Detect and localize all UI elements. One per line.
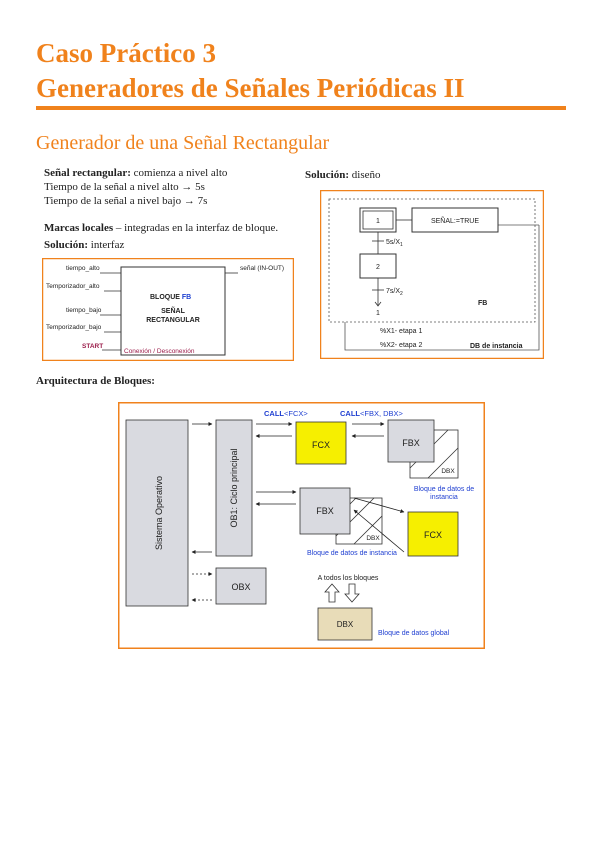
obx-label: OBX <box>231 582 250 592</box>
time-low-text: Tiempo de la señal a nivel bajo → 7s <box>44 195 208 207</box>
action-box <box>411 207 499 233</box>
input-temporizador-bajo: Temporizador_bajo <box>46 324 102 331</box>
grafcet-diagram: 1 SEÑAL:=TRUE 5s/X1 2 7s/X2 1 FB %X1- et… <box>320 190 544 359</box>
down-arrow-icon <box>344 583 360 603</box>
signal-description-text: comienza a nivel alto <box>130 167 228 179</box>
signal-description: Señal rectangular: comienza a nivel alto <box>44 167 227 179</box>
ob1-label: OB1: Ciclo principal <box>229 448 239 527</box>
architecture-diagram: Sistema Operativo OB1: Ciclo principal O… <box>118 402 485 649</box>
step-2-label: 2 <box>376 264 380 271</box>
dbx-global-caption: Bloque de datos global <box>378 630 450 637</box>
call-fbx-label: CALL<FBX, DBX> <box>340 409 404 418</box>
ob1-block <box>215 419 253 557</box>
input-start: START <box>82 343 103 350</box>
fcx-right-block <box>407 511 459 557</box>
note-etapa-2: %X2- etapa 2 <box>380 342 423 349</box>
signal-description-label: Señal rectangular: <box>44 167 131 179</box>
architecture-label: Arquitectura de Bloques: <box>36 375 155 387</box>
fb-outline <box>328 198 536 323</box>
fbx-top-block <box>387 419 435 463</box>
input-tiempo-bajo: tiempo_bajo <box>66 307 102 314</box>
fbx-mid-block <box>299 487 351 535</box>
fcx-top-label: FCX <box>312 440 330 450</box>
input-tiempo-alto: tiempo_alto <box>66 265 100 272</box>
fbx-top-label: FBX <box>402 438 420 448</box>
step-2-box <box>359 253 397 279</box>
interface-diagram: tiempo_alto Temporizador_alto tiempo_baj… <box>42 258 294 361</box>
fcx-top-block <box>295 421 347 465</box>
output-senal: señal (IN-OUT) <box>240 265 284 272</box>
up-arrow-icon <box>324 583 340 603</box>
fcx-right-label: FCX <box>424 530 442 540</box>
transition-1-label: 5s/X1 <box>386 239 403 248</box>
solution-design-text: Solución: diseño <box>305 169 381 181</box>
transition-2-label: 7s/X2 <box>386 288 403 297</box>
local-marks-desc: – integradas en la interfaz de bloque. <box>113 222 279 234</box>
dbx-top-label: DBX <box>441 468 455 475</box>
title-divider <box>36 106 566 110</box>
block-title: BLOQUE FB <box>150 294 191 301</box>
solution-design-label: Solución: <box>305 169 350 181</box>
local-marks-label: Marcas locales <box>44 222 114 234</box>
solution-interface-desc: interfaz <box>88 239 125 251</box>
os-block <box>125 419 189 607</box>
dbx-global-block <box>317 607 373 641</box>
local-marks-text: Marcas locales – integradas en la interf… <box>44 222 278 234</box>
block-footer: Conexión / Desconexión <box>124 348 195 355</box>
return-step-label: 1 <box>376 310 380 317</box>
db-instance-label: DB de instancia <box>470 343 523 350</box>
db-outline <box>344 225 540 351</box>
fbx-mid-label: FBX <box>316 506 334 516</box>
all-blocks-label: A todos los bloques <box>318 575 379 582</box>
fb-block <box>120 266 226 356</box>
solution-interface-label: Solución: <box>44 239 89 251</box>
note-etapa-1: %X1- etapa 1 <box>380 328 423 335</box>
page-subtitle: Generadores de Señales Periódicas II <box>36 73 465 103</box>
solution-interface-text: Solución: interfaz <box>44 239 124 251</box>
action-label: SEÑAL:=TRUE <box>431 216 479 225</box>
fbx-top-caption-line2: instancia <box>430 494 458 501</box>
fbx-top-caption-line1: Bloque de datos de <box>414 486 474 493</box>
obx-block <box>215 567 267 605</box>
section-title: Generador de una Señal Rectangular <box>36 132 330 154</box>
call-fcx-label: CALL<FCX> <box>264 409 308 418</box>
fb-label: FB <box>478 300 487 307</box>
input-temporizador-alto: Temporizador_alto <box>46 283 100 290</box>
dbx-mid-label: DBX <box>366 535 380 542</box>
page-title: Caso Práctico 3 <box>36 38 216 68</box>
fbx-mid-caption: Bloque de datos de instancia <box>307 550 397 557</box>
block-name-line1: SEÑAL <box>161 306 185 315</box>
solution-design-desc: diseño <box>349 169 381 181</box>
dbx-global-label: DBX <box>337 620 354 629</box>
block-name-line2: RECTANGULAR <box>146 317 200 324</box>
os-label: Sistema Operativo <box>154 476 164 550</box>
time-high-text: Tiempo de la señal a nivel alto → 5s <box>44 181 205 193</box>
step-1-label: 1 <box>376 218 380 225</box>
